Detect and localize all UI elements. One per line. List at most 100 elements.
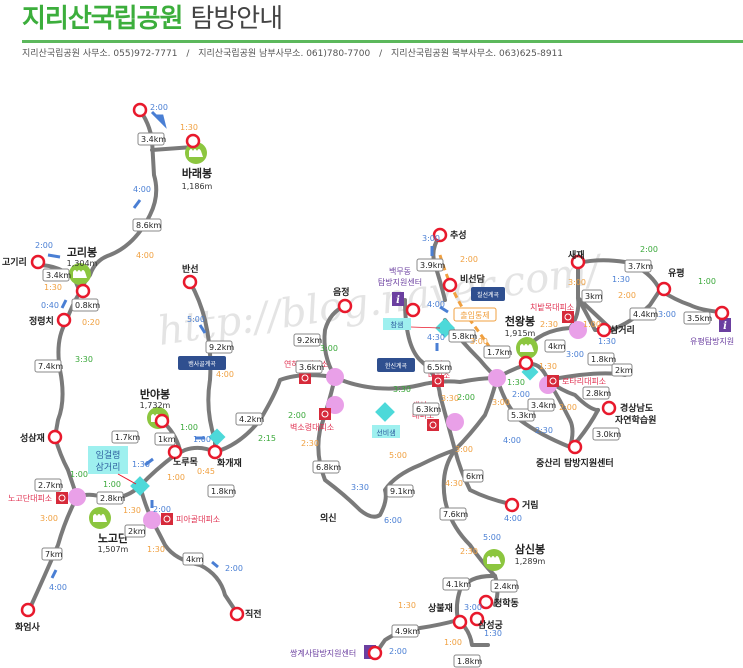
svg-text:반야봉: 반야봉 xyxy=(140,387,170,401)
svg-text:천왕봉: 천왕봉 xyxy=(505,314,535,328)
svg-text:4:30: 4:30 xyxy=(445,479,463,488)
svg-text:삼성궁: 삼성궁 xyxy=(478,619,504,631)
svg-text:중산리 탐방지원센터: 중산리 탐방지원센터 xyxy=(536,457,614,469)
svg-text:삼신봉: 삼신봉 xyxy=(515,542,545,556)
svg-text:6km: 6km xyxy=(466,472,484,481)
svg-text:6.3km: 6.3km xyxy=(416,405,441,414)
office-south-name: 지리산국립공원 남부사무소. xyxy=(198,49,304,59)
svg-text:2:30: 2:30 xyxy=(301,439,319,448)
office-main-phone: 055)972-7771 xyxy=(113,49,178,59)
svg-text:3.7km: 3.7km xyxy=(628,262,653,271)
svg-text:노고단: 노고단 xyxy=(98,531,128,545)
svg-text:4:00: 4:00 xyxy=(504,514,522,523)
svg-text:2:30: 2:30 xyxy=(460,547,478,556)
svg-text:2.4km: 2.4km xyxy=(494,582,519,591)
svg-text:1:30: 1:30 xyxy=(398,601,416,610)
svg-text:3:30: 3:30 xyxy=(351,483,369,492)
title-guide: 탐방안내 xyxy=(190,4,283,34)
svg-text:대피소: 대피소 xyxy=(428,371,450,380)
svg-text:화엄사: 화엄사 xyxy=(15,621,41,633)
svg-text:3.0km: 3.0km xyxy=(596,430,621,439)
svg-text:1:00: 1:00 xyxy=(583,320,601,329)
svg-text:3:30: 3:30 xyxy=(441,394,459,403)
svg-text:1:00: 1:00 xyxy=(167,473,185,482)
svg-text:2:00: 2:00 xyxy=(618,291,636,300)
office-main-name: 지리산국립공원 사무소. xyxy=(22,49,111,59)
svg-text:1.8km: 1.8km xyxy=(591,355,616,364)
svg-text:1:30: 1:30 xyxy=(598,337,616,346)
svg-text:1:30: 1:30 xyxy=(612,275,630,284)
svg-text:정령치: 정령치 xyxy=(29,315,54,327)
svg-text:4.9km: 4.9km xyxy=(395,627,420,636)
svg-text:2:00: 2:00 xyxy=(225,564,243,573)
svg-text:2:00: 2:00 xyxy=(457,393,475,402)
svg-text:피아골대피소: 피아골대피소 xyxy=(176,514,220,524)
svg-text:4km: 4km xyxy=(186,555,204,564)
peak-labels: 바래봉 고리봉 반야봉 노고단 천왕봉 삼신봉 xyxy=(67,166,545,556)
svg-text:2:30: 2:30 xyxy=(535,426,553,435)
svg-text:2.7km: 2.7km xyxy=(38,481,63,490)
svg-text:자연학습원: 자연학습원 xyxy=(615,414,656,426)
svg-text:5:00: 5:00 xyxy=(187,315,205,324)
svg-text:3:00: 3:00 xyxy=(464,603,482,612)
svg-text:뱀사골계곡: 뱀사골계곡 xyxy=(188,360,216,368)
chamsaem-label: 참샘 xyxy=(391,321,404,329)
svg-text:1:30: 1:30 xyxy=(507,378,525,387)
svg-text:3:00: 3:00 xyxy=(658,310,676,319)
svg-text:거림: 거림 xyxy=(522,499,539,511)
imgeollyeong-label-bg xyxy=(88,446,128,474)
info-icon xyxy=(392,292,404,306)
svg-text:2:00: 2:00 xyxy=(512,390,530,399)
svg-text:1:30: 1:30 xyxy=(44,283,62,292)
svg-text:의신: 의신 xyxy=(320,512,337,524)
svg-text:1.8km: 1.8km xyxy=(211,487,236,496)
office-north-phone: 063)625-8911 xyxy=(499,49,564,59)
title-divider xyxy=(22,40,743,43)
svg-text:1:00: 1:00 xyxy=(444,638,462,647)
svg-text:벽소령대피소: 벽소령대피소 xyxy=(290,422,334,432)
svg-text:새재: 새재 xyxy=(568,249,585,261)
svg-text:6.5km: 6.5km xyxy=(427,363,452,372)
restricted-badge xyxy=(453,307,497,322)
time-labels-blue: 2:00 4:00 2:00 0:40 4:00 1:30 2:00 2:00 … xyxy=(35,103,676,656)
svg-text:0:40: 0:40 xyxy=(41,301,59,310)
svg-text:노고단대피소: 노고단대피소 xyxy=(8,493,52,503)
svg-text:2.8km: 2.8km xyxy=(586,389,611,398)
svg-text:반선: 반선 xyxy=(182,263,199,275)
svg-text:청학동: 청학동 xyxy=(494,597,519,609)
distance-labels: 3.4km 8.6km 3.4km 0.8km 7.4km 2.7km 7km … xyxy=(34,132,712,668)
svg-text:2:00: 2:00 xyxy=(559,403,577,412)
svg-text:3.6km: 3.6km xyxy=(299,363,324,372)
svg-text:음정: 음정 xyxy=(333,286,350,298)
peak-icon xyxy=(89,507,111,529)
svg-text:1:30: 1:30 xyxy=(539,362,557,371)
svg-text:1,732m: 1,732m xyxy=(140,401,171,410)
svg-text:1:30: 1:30 xyxy=(180,123,198,132)
peak-icon xyxy=(516,337,538,359)
svg-text:2:00: 2:00 xyxy=(35,241,53,250)
svg-text:직전: 직전 xyxy=(245,608,262,620)
svg-text:3:00: 3:00 xyxy=(492,398,510,407)
svg-text:6.8km: 6.8km xyxy=(316,463,341,472)
svg-text:1:00: 1:00 xyxy=(698,277,716,286)
svg-text:노루목: 노루목 xyxy=(173,457,198,468)
svg-text:3:00: 3:00 xyxy=(568,278,586,287)
svg-text:2:00: 2:00 xyxy=(150,103,168,112)
svg-text:9.2km: 9.2km xyxy=(209,343,234,352)
svg-text:4:00: 4:00 xyxy=(503,436,521,445)
svg-text:백무동: 백무동 xyxy=(389,266,411,276)
svg-text:3km: 3km xyxy=(585,292,603,301)
svg-text:1km: 1km xyxy=(158,435,176,444)
svg-text:3:00: 3:00 xyxy=(422,234,440,243)
svg-text:바래봉: 바래봉 xyxy=(182,166,212,180)
svg-text:1,915m: 1,915m xyxy=(505,329,536,338)
svg-text:1:30: 1:30 xyxy=(147,545,165,554)
svg-text:유평: 유평 xyxy=(668,267,685,279)
svg-text:화개재: 화개재 xyxy=(217,457,242,469)
svg-text:1,507m: 1,507m xyxy=(98,545,129,554)
svg-text:7.6km: 7.6km xyxy=(443,510,468,519)
svg-text:임걸령: 임걸령 xyxy=(96,449,121,461)
svg-text:고기리: 고기리 xyxy=(2,256,27,268)
svg-text:2.8km: 2.8km xyxy=(100,494,125,503)
